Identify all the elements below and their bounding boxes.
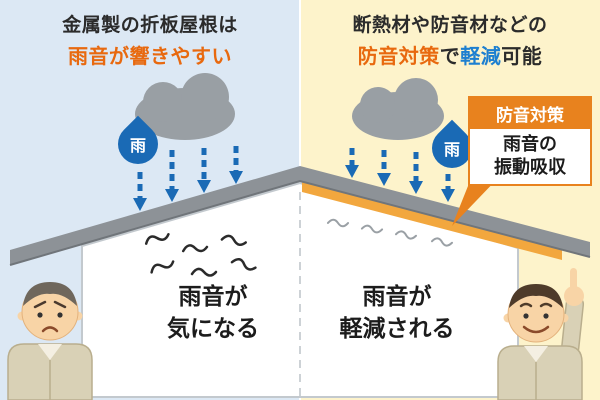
worried-worker-illustration — [7, 282, 93, 400]
right-caption-line2: 軽減される — [339, 315, 455, 342]
left-title: 金属製の折板屋根は 雨音が響きやすい — [6, 10, 294, 69]
left-caption-line1: 雨音が — [178, 283, 248, 309]
right-title-soundproof-segment: 防音対策 — [357, 46, 440, 68]
callout-header: 防音対策 — [470, 98, 590, 129]
right-title-line1: 断熱材や防音材などの — [352, 15, 548, 36]
left-caption-line2: 気になる — [167, 315, 259, 342]
callout-body-line1: 雨音の — [503, 134, 557, 154]
soundproof-layer — [302, 182, 562, 260]
right-title-possible-segment: 可能 — [501, 46, 543, 68]
rain-cloud-icon-right — [352, 78, 444, 140]
right-caption: 雨音が 軽減される — [312, 280, 482, 344]
right-title: 断熱材や防音材などの 防音対策で軽減可能 — [306, 10, 594, 69]
right-title-line2: 防音対策で軽減可能 — [306, 40, 594, 69]
right-title-de-segment: で — [439, 46, 461, 68]
left-title-line2: 雨音が響きやすい — [68, 46, 232, 68]
left-title-line1: 金属製の折板屋根は — [62, 15, 238, 36]
sound-waves-soft-icon — [326, 218, 454, 247]
rain-drop-label-right: 雨 — [443, 141, 461, 159]
right-caption-line1: 雨音が — [362, 283, 432, 309]
callout-body: 雨音の 振動吸収 — [470, 129, 590, 184]
soundproofing-callout: 防音対策 雨音の 振動吸収 — [468, 96, 592, 186]
roof-edge — [9, 179, 591, 266]
callout-body-line2: 振動吸収 — [494, 156, 566, 177]
rain-arrows-left-icon — [133, 146, 243, 211]
sound-waves-loud-icon — [144, 233, 257, 277]
rain-cloud-icon-left — [135, 73, 235, 140]
rain-drop-label-left: 雨 — [129, 137, 147, 155]
right-title-reduce-segment: 軽減 — [460, 46, 502, 68]
left-caption: 雨音が 気になる — [128, 280, 298, 344]
callout-pointer — [452, 176, 500, 226]
happy-worker-illustration — [497, 268, 585, 400]
roof — [10, 166, 590, 265]
rain-arrows-right-icon — [345, 148, 455, 202]
